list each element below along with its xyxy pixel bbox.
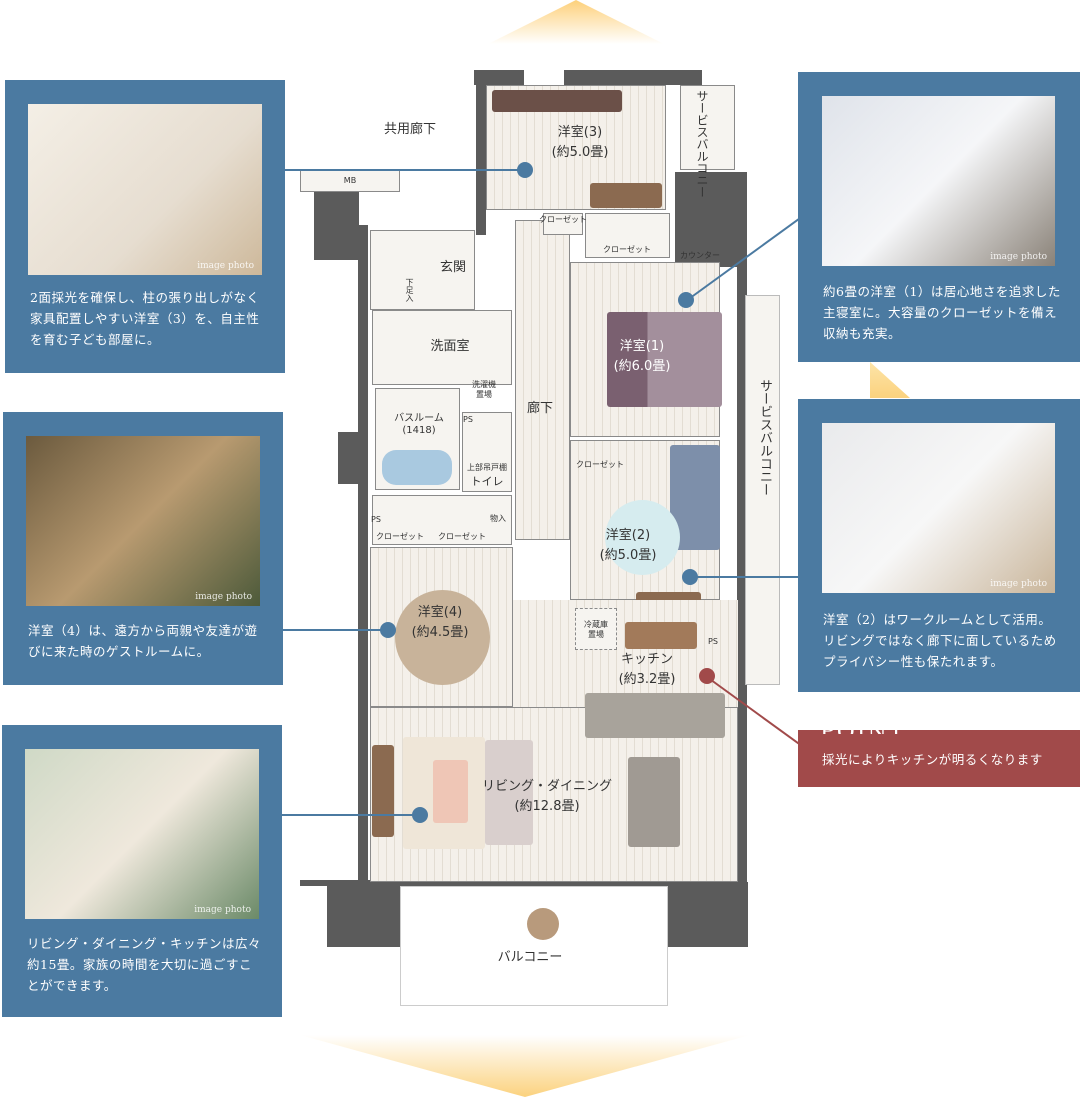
callout-room-1: image photo 約6畳の洋室（1）は居心地さを追求した主寝室に。大容量の…: [798, 72, 1080, 362]
closet-room-4: [372, 495, 512, 545]
wall-bottom: [300, 880, 740, 886]
wall: [476, 70, 486, 235]
connector-line: [690, 576, 798, 578]
label-washroom: 洗面室: [430, 339, 470, 354]
label-ps: PS: [708, 637, 718, 646]
callout-room-4: image photo 洋室（4）は、遠方から両親や友達が遊びに来た時のゲストル…: [3, 412, 283, 685]
label-corridor: 廊下: [526, 401, 554, 416]
label-living-dining: リビング・ダイニング(約12.8畳): [481, 779, 613, 814]
round-rug: [395, 590, 490, 685]
service-balcony-top: [680, 85, 735, 170]
wall-right: [737, 260, 747, 885]
toilet: [462, 412, 512, 492]
callout-text: 約6畳の洋室（1）は居心地さを追求した主寝室に。大容量のクローゼットを備え収納も…: [823, 284, 1061, 341]
label-entrance: 玄関: [439, 260, 467, 275]
pillar: [668, 882, 748, 947]
label-counter: カウンター: [680, 251, 720, 260]
sofa: [485, 740, 533, 845]
desk: [492, 90, 622, 112]
marker-room-3: [517, 162, 533, 178]
label-closet: クローゼット: [603, 245, 651, 254]
pillar: [314, 192, 359, 260]
balcony-table: [527, 908, 559, 940]
label-closet: クローゼット: [576, 460, 624, 469]
label-closet: クローゼット: [438, 532, 486, 541]
label-fridge: 冷蔵庫置場: [584, 620, 608, 639]
kitchen-sink-stove: [585, 693, 725, 738]
pillar: [338, 432, 366, 484]
label-toilet: トイレ: [470, 475, 504, 488]
pillar: [327, 882, 400, 947]
photo-friends-party: image photo: [26, 436, 260, 606]
label-mb: MB: [343, 176, 357, 185]
wall-top: [564, 70, 702, 85]
closet: [585, 213, 670, 258]
connector-line: [283, 629, 388, 631]
label-kitchen: キッチン(約3.2畳): [618, 652, 676, 687]
callout-text: リビング・ダイニング・キッチンは広々約15畳。家族の時間を大切に過ごすことができ…: [27, 936, 262, 993]
callout-text: 洋室（4）は、遠方から両親や友達が遊びに来た時のゲストルームに。: [28, 623, 258, 659]
bed: [607, 312, 722, 407]
label-room-2: 洋室(2)(約5.0畳): [599, 528, 657, 563]
dining-table: [628, 757, 680, 847]
label-ps: PS: [371, 515, 381, 524]
connector-line: [285, 169, 525, 171]
callout-living: image photo リビング・ダイニング・キッチンは広々約15畳。家族の時間…: [2, 725, 282, 1017]
coffee-table: [433, 760, 468, 823]
marker-room-4: [380, 622, 396, 638]
marker-kitchen: [699, 668, 715, 684]
fridge-space: [575, 608, 617, 650]
label-shoe-cabinet: 下足入: [405, 278, 414, 302]
point-title: POINT: [820, 720, 906, 734]
service-balcony-side: [745, 295, 780, 685]
callout-text: 洋室（2）はワークルームとして活用。リビングではなく廊下に面しているためプライバ…: [823, 612, 1057, 669]
corridor: [515, 220, 570, 540]
direction-arrow-top: [488, 0, 664, 44]
marker-living: [412, 807, 428, 823]
label-bathroom: バスルーム(1418): [394, 413, 444, 436]
label-service-balcony-side: サービスバルコニー: [757, 378, 772, 496]
marker-room-1: [678, 292, 694, 308]
label-room-1: 洋室(1)(約6.0畳): [613, 339, 671, 374]
label-balcony: バルコニー: [497, 950, 563, 965]
pillar: [675, 172, 747, 267]
kitchen-counter: [625, 622, 697, 649]
point-text: 採光によりキッチンが明るくなります: [822, 752, 1043, 767]
photo-family: image photo: [25, 749, 259, 919]
label-washer: 洗濯機置場: [472, 380, 496, 399]
label-closet: クローゼット: [376, 532, 424, 541]
point-box: POINT 採光によりキッチンが明るくなります: [798, 720, 1080, 787]
photo-work: image photo: [822, 423, 1055, 593]
label-room-4: 洋室(4)(約4.5畳): [411, 605, 469, 640]
label-closet: クローゼット: [539, 215, 587, 224]
round-rug: [605, 500, 680, 575]
label-common-corridor: 共用廊下: [383, 122, 437, 137]
marker-room-2: [682, 569, 698, 585]
callout-text: 2面採光を確保し、柱の張り出しがなく家具配置しやすい洋室（3）を、自主性を育む子…: [30, 290, 260, 347]
wall-left: [358, 225, 368, 885]
shelf: [590, 183, 662, 208]
washroom: [372, 310, 512, 385]
connector-line: [282, 814, 420, 816]
tv-board: [372, 745, 394, 837]
photo-bedroom: image photo: [822, 96, 1055, 266]
label-service-balcony-top: サービスバルコニー: [695, 90, 709, 198]
balcony: [400, 886, 668, 1006]
closet: [543, 213, 583, 235]
callout-room-2: image photo 洋室（2）はワークルームとして活用。リビングではなく廊下…: [798, 399, 1080, 692]
common-corridor-area: [300, 70, 475, 185]
direction-arrow-bottom: [300, 1035, 750, 1097]
label-ps: PS: [463, 415, 473, 424]
label-toilet-shelf: 上部吊戸棚: [467, 463, 507, 472]
entrance: [370, 230, 475, 310]
label-room-3: 洋室(3)(約5.0畳): [551, 125, 609, 160]
label-storage: 物入: [490, 514, 506, 523]
photo-mother-child: image photo: [28, 104, 262, 275]
wall-top: [474, 70, 524, 85]
direction-arrow-side: [870, 362, 910, 398]
callout-room-3: image photo 2面採光を確保し、柱の張り出しがなく家具配置しやすい洋室…: [5, 80, 285, 373]
bathtub: [382, 450, 452, 485]
